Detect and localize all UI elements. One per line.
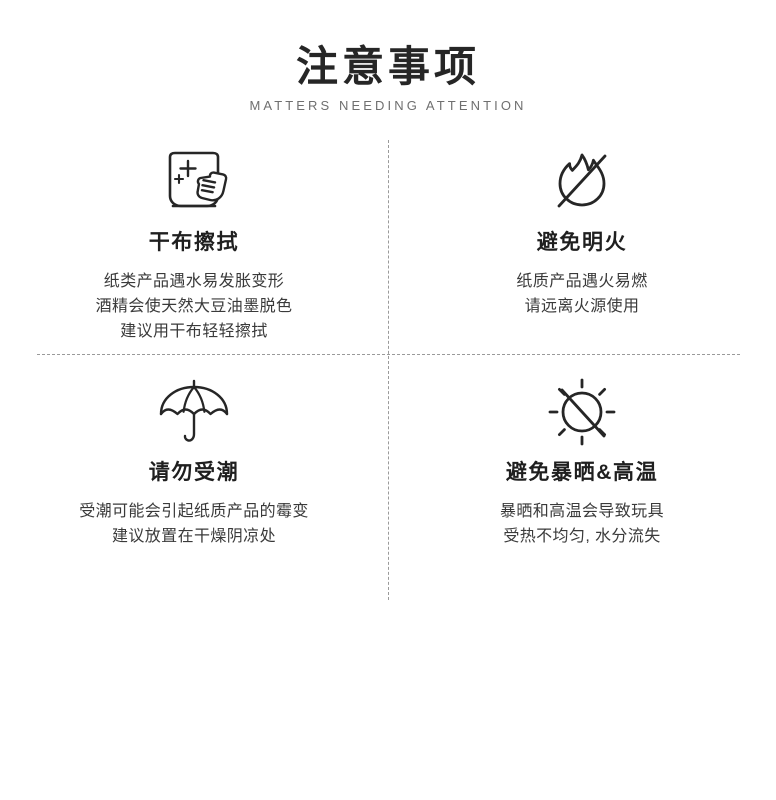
page-title: 注意事项 bbox=[295, 43, 480, 90]
attention-item-no-flame: 避免明火 纸质产品遇火易燃 请远离火源使用 bbox=[388, 140, 776, 319]
attention-heading: 避免明火 bbox=[536, 231, 628, 254]
attention-heading: 请勿受潮 bbox=[148, 461, 240, 484]
no-flame-icon bbox=[388, 146, 776, 218]
attention-item-no-sun: 避免暴晒&高温 暴晒和高温会导致玩具 受热不均匀, 水分流失 bbox=[388, 370, 776, 549]
attention-heading: 干布擦拭 bbox=[148, 231, 240, 254]
attention-grid: 干布擦拭 纸类产品遇水易发胀变形 酒精会使天然大豆油墨脱色 建议用干布轻轻擦拭 … bbox=[0, 140, 776, 600]
cloth-wipe-icon bbox=[0, 146, 388, 218]
attention-body-line: 建议放置在干燥阴凉处 bbox=[111, 528, 276, 545]
page-header: 注意事项 MATTERS NEEDING ATTENTION bbox=[0, 0, 776, 113]
attention-body: 纸类产品遇水易发胀变形 酒精会使天然大豆油墨脱色 建议用干布轻轻擦拭 bbox=[0, 269, 388, 344]
attention-item-keep-dry: 请勿受潮 受潮可能会引起纸质产品的霉变 建议放置在干燥阴凉处 bbox=[0, 370, 388, 549]
attention-body-line: 纸类产品遇水易发胀变形 bbox=[103, 273, 285, 290]
attention-body-line: 受潮可能会引起纸质产品的霉变 bbox=[79, 503, 309, 520]
attention-body-line: 请远离火源使用 bbox=[524, 298, 640, 315]
attention-heading: 避免暴晒&高温 bbox=[505, 461, 659, 484]
attention-body-line: 暴晒和高温会导致玩具 bbox=[499, 503, 664, 520]
no-sun-icon bbox=[388, 376, 776, 448]
attention-body: 暴晒和高温会导致玩具 受热不均匀, 水分流失 bbox=[388, 499, 776, 549]
attention-body-line: 纸质产品遇火易燃 bbox=[516, 273, 648, 290]
page-subtitle: MATTERS NEEDING ATTENTION bbox=[249, 97, 527, 113]
umbrella-icon bbox=[0, 376, 388, 448]
attention-body-line: 受热不均匀, 水分流失 bbox=[503, 528, 661, 545]
attention-body: 纸质产品遇火易燃 请远离火源使用 bbox=[388, 269, 776, 319]
attention-body-line: 建议用干布轻轻擦拭 bbox=[120, 323, 268, 340]
attention-body-line: 酒精会使天然大豆油墨脱色 bbox=[95, 298, 293, 315]
divider-vertical bbox=[388, 140, 389, 600]
attention-item-dry-cloth: 干布擦拭 纸类产品遇水易发胀变形 酒精会使天然大豆油墨脱色 建议用干布轻轻擦拭 bbox=[0, 140, 388, 344]
attention-body: 受潮可能会引起纸质产品的霉变 建议放置在干燥阴凉处 bbox=[0, 499, 388, 549]
